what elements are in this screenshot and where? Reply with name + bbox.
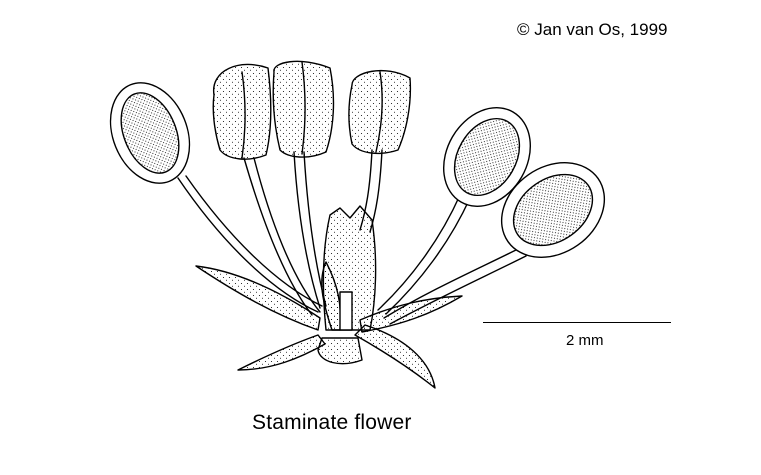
copyright-notice: © Jan van Os, 1999 (517, 20, 668, 39)
sepals (195, 261, 463, 389)
figure-caption: Staminate flower (252, 411, 412, 434)
scale-bar (483, 322, 671, 323)
pistillode (322, 205, 377, 331)
scale-bar-label: 2 mm (566, 332, 604, 349)
filaments (177, 149, 527, 325)
anthers (109, 60, 606, 258)
